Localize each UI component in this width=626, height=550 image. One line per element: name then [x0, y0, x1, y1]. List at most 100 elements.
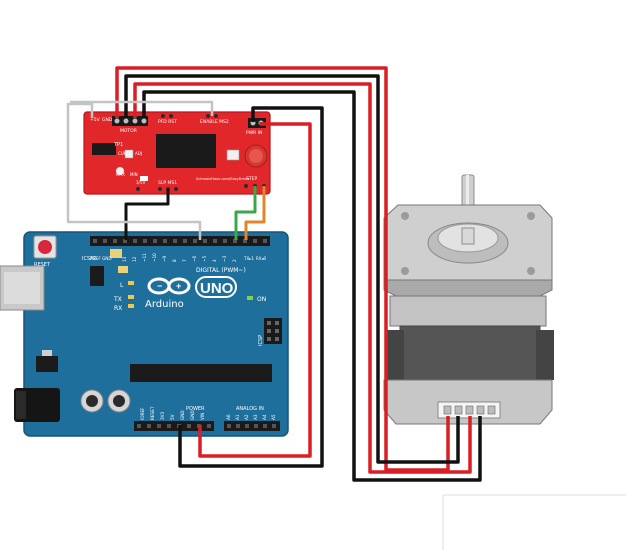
header-pin [223, 239, 227, 243]
wire-5v-white [66, 102, 202, 240]
wire-motor-black [124, 74, 460, 464]
header-pin [187, 424, 191, 428]
pin-label: IOREF [140, 407, 145, 420]
icsp2-label: ICSP2 [82, 256, 96, 262]
wire-step-green [234, 186, 257, 240]
ed-step-label: STEP [246, 176, 257, 182]
ed-pfd-rst-label: PFD RST [158, 119, 177, 125]
header-pin [233, 239, 237, 243]
ed-slp-ms1-label: SLP MS1 [158, 180, 177, 186]
digital-header [90, 236, 270, 246]
analog-header [224, 421, 280, 431]
icsp-label: ICSP [258, 335, 264, 346]
header-pin [193, 239, 197, 243]
easydriver-board: +5V GND MOTOR PFD RST ENABLE MS2 PWR IN … [83, 111, 271, 195]
pin-label: ~9 [162, 255, 167, 262]
header-pin [213, 239, 217, 243]
ed-3v5v-label: 3/5V [136, 180, 145, 185]
driver-chip [156, 134, 216, 168]
ed-adj-label: ADJ [135, 151, 142, 156]
wire-motor-black-2 [142, 90, 482, 482]
header-pin [153, 239, 157, 243]
ed-motor-label: MOTOR [120, 128, 137, 134]
pin-label: VIN [200, 413, 205, 420]
brand-label: Arduino [145, 299, 184, 310]
svg-text:+: + [176, 281, 181, 291]
pin-label: A1 [235, 414, 240, 420]
pin-label: 7 [182, 259, 187, 262]
microcontroller-chip [130, 364, 272, 382]
analog-in-label: ANALOG IN [236, 406, 264, 412]
header-pin [227, 424, 231, 428]
header-pin [203, 239, 207, 243]
pin-label: 12 [132, 256, 137, 262]
header-pin [163, 239, 167, 243]
wire-motor-red-2 [133, 82, 472, 474]
header-pin [263, 424, 267, 428]
ed-enable-label: ENABLE MS2 [200, 119, 229, 125]
pin-label: ~5 [202, 255, 207, 262]
header-pin [143, 239, 147, 243]
header-pin [157, 424, 161, 428]
header-pin [137, 424, 141, 428]
corner-frame [442, 494, 626, 550]
ed-gnd-label: GND [102, 117, 113, 123]
header-pin [183, 239, 187, 243]
header-pin [173, 239, 177, 243]
header-pin [207, 424, 211, 428]
header-pin [147, 424, 151, 428]
pin-label: 2 [232, 259, 237, 262]
ed-min-label: MIN [130, 172, 138, 177]
pin-label: A4 [262, 414, 267, 420]
aref-label: AREF [90, 256, 101, 261]
stepper-motor [383, 174, 554, 425]
led-on-label: ON [257, 296, 266, 303]
ed-pwr-in-label: PWR IN [246, 130, 262, 136]
wire-pwr-black [178, 106, 324, 468]
header-pin [133, 239, 137, 243]
power-header [134, 421, 214, 431]
header-pin [103, 239, 107, 243]
pin-label: 3V3 [160, 411, 165, 420]
ed-cur-label: CUR [118, 151, 127, 156]
wire-dir-orange [244, 186, 266, 240]
header-pin [93, 239, 97, 243]
pin-label: ~10 [152, 253, 157, 262]
header-pin [113, 239, 117, 243]
header-pin [263, 239, 267, 243]
header-pin [243, 239, 247, 243]
arduino-logo-icon [147, 277, 191, 295]
pin-label: ~6 [192, 255, 197, 262]
pin-label: A0 [226, 414, 231, 420]
icsp-header [264, 318, 282, 344]
pin-label: RESET [150, 406, 155, 420]
pin-label: 5V [170, 414, 175, 420]
digital-label: DIGITAL (PWM~) [196, 267, 246, 274]
header-pin [236, 424, 240, 428]
pin-label: ~3 [222, 255, 227, 262]
pin-label: ~11 [142, 253, 147, 262]
header-pin [272, 424, 276, 428]
svg-text:−: − [157, 281, 162, 291]
pin-label: 4 [212, 259, 217, 262]
power-label: POWER [186, 406, 205, 412]
ed-tp1-label: TP1 [113, 142, 123, 148]
led-tx-label: TX [113, 296, 122, 303]
reset-button[interactable] [38, 240, 52, 254]
tx1-label: TX▸1 [243, 256, 254, 261]
digital-gnd-label: GND [102, 256, 112, 261]
led-l-label: L [120, 282, 124, 289]
header-pin [167, 424, 171, 428]
header-pin [253, 239, 257, 243]
reset-label: RESET [34, 262, 51, 268]
pin-label: A2 [244, 414, 249, 420]
rx0-label: RX◂0 [256, 256, 267, 261]
ed-5v-label: +5V [90, 117, 101, 123]
header-pin [123, 239, 127, 243]
led-rx-label: RX [114, 305, 122, 312]
model-label: UNO [200, 280, 234, 297]
